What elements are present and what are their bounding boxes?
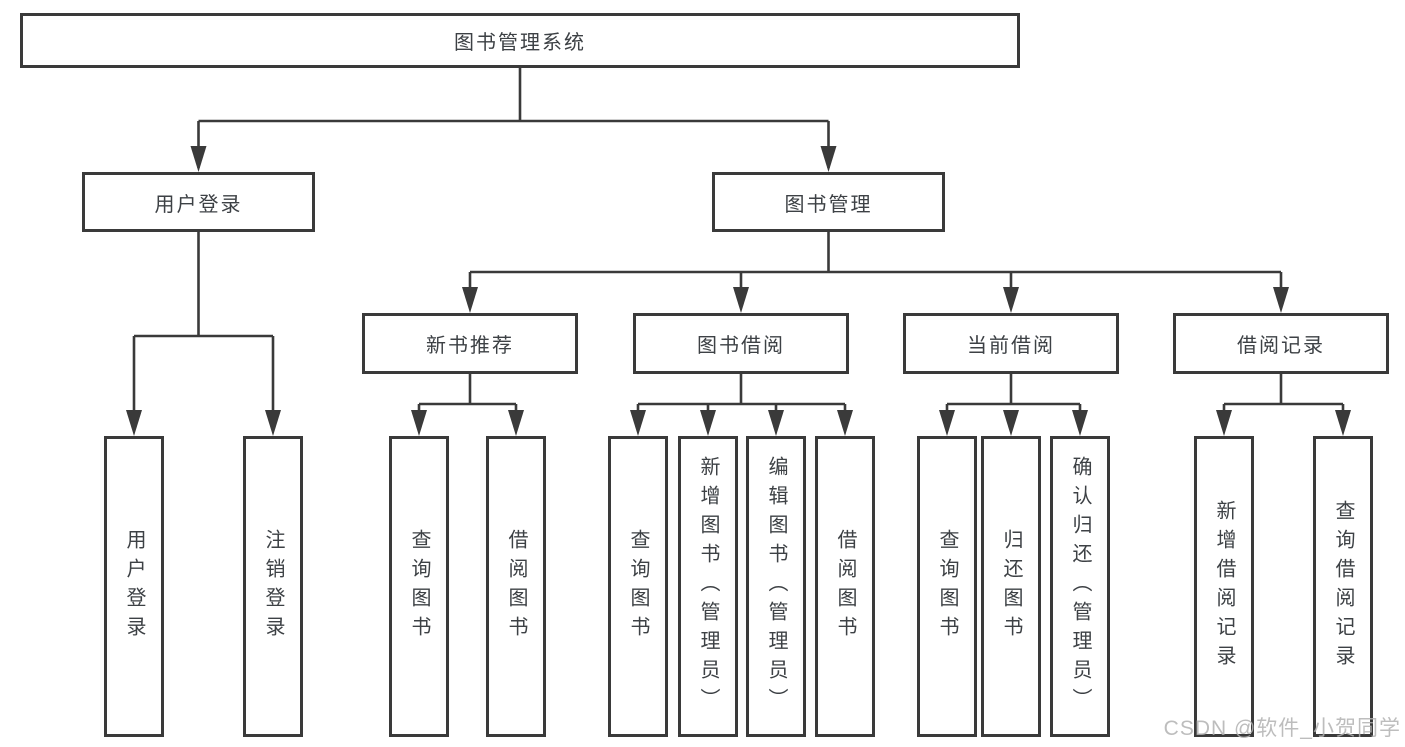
- leaf-edit-books-admin-label: 编辑图书（管理员）: [765, 456, 787, 717]
- connector-borrow-record: [1222, 374, 1345, 430]
- leaf-query-books-1: 查询图书: [389, 436, 449, 737]
- csdn-watermark: CSDN @软件_小贺同学: [1163, 717, 1401, 740]
- leaf-logout: 注销登录: [243, 436, 303, 737]
- node-book-borrowing: 图书借阅: [633, 313, 849, 374]
- node-book-management-label: 图书管理: [784, 193, 873, 216]
- connector-book-borrow: [636, 374, 847, 430]
- leaf-query-books-3: 查询图书: [917, 436, 977, 737]
- node-current-borrowing: 当前借阅: [903, 313, 1119, 374]
- leaf-return-books-label: 归还图书: [1000, 528, 1022, 645]
- leaf-query-borrow-record-label: 查询借阅记录: [1332, 499, 1354, 674]
- node-new-book-recommend-label: 新书推荐: [426, 335, 514, 357]
- leaf-confirm-return-admin: 确认归还（管理员）: [1050, 436, 1110, 737]
- leaf-return-books: 归还图书: [981, 436, 1041, 737]
- leaf-query-books-2: 查询图书: [608, 436, 668, 737]
- connector-current-borrow: [945, 374, 1082, 430]
- leaf-borrow-books-2-label: 借阅图书: [834, 528, 856, 645]
- node-root-label: 图书管理系统: [454, 32, 586, 54]
- leaf-add-books-admin: 新增图书（管理员）: [678, 436, 738, 737]
- leaf-query-borrow-record: 查询借阅记录: [1313, 436, 1373, 737]
- leaf-borrow-books-1: 借阅图书: [486, 436, 546, 737]
- leaf-user-login: 用户登录: [104, 436, 164, 737]
- node-borrowing-records-label: 借阅记录: [1237, 335, 1325, 357]
- connector-user-login: [132, 232, 275, 430]
- leaf-query-books-3-label: 查询图书: [936, 528, 958, 645]
- node-user-login-label: 用户登录: [154, 193, 243, 216]
- leaf-edit-books-admin: 编辑图书（管理员）: [746, 436, 806, 737]
- leaf-query-books-1-label: 查询图书: [408, 528, 430, 645]
- leaf-confirm-return-admin-label: 确认归还（管理员）: [1069, 456, 1091, 717]
- connector-root-to-level2: [197, 68, 830, 168]
- leaf-user-login-label: 用户登录: [123, 528, 145, 645]
- node-root-system: 图书管理系统: [20, 13, 1020, 68]
- node-user-login: 用户登录: [82, 172, 315, 232]
- leaf-add-books-admin-label: 新增图书（管理员）: [697, 456, 719, 717]
- node-book-borrowing-label: 图书借阅: [697, 335, 785, 357]
- connector-new-book: [417, 374, 518, 430]
- node-borrowing-records: 借阅记录: [1173, 313, 1389, 374]
- leaf-logout-label: 注销登录: [262, 528, 284, 645]
- leaf-query-books-2-label: 查询图书: [627, 528, 649, 645]
- node-book-management: 图书管理: [712, 172, 945, 232]
- leaf-add-borrow-record: 新增借阅记录: [1194, 436, 1254, 737]
- node-current-borrowing-label: 当前借阅: [967, 335, 1055, 357]
- leaf-add-borrow-record-label: 新增借阅记录: [1213, 499, 1235, 674]
- connector-book-mgmt: [468, 232, 1283, 308]
- leaf-borrow-books-1-label: 借阅图书: [505, 528, 527, 645]
- leaf-borrow-books-2: 借阅图书: [815, 436, 875, 737]
- node-new-book-recommend: 新书推荐: [362, 313, 578, 374]
